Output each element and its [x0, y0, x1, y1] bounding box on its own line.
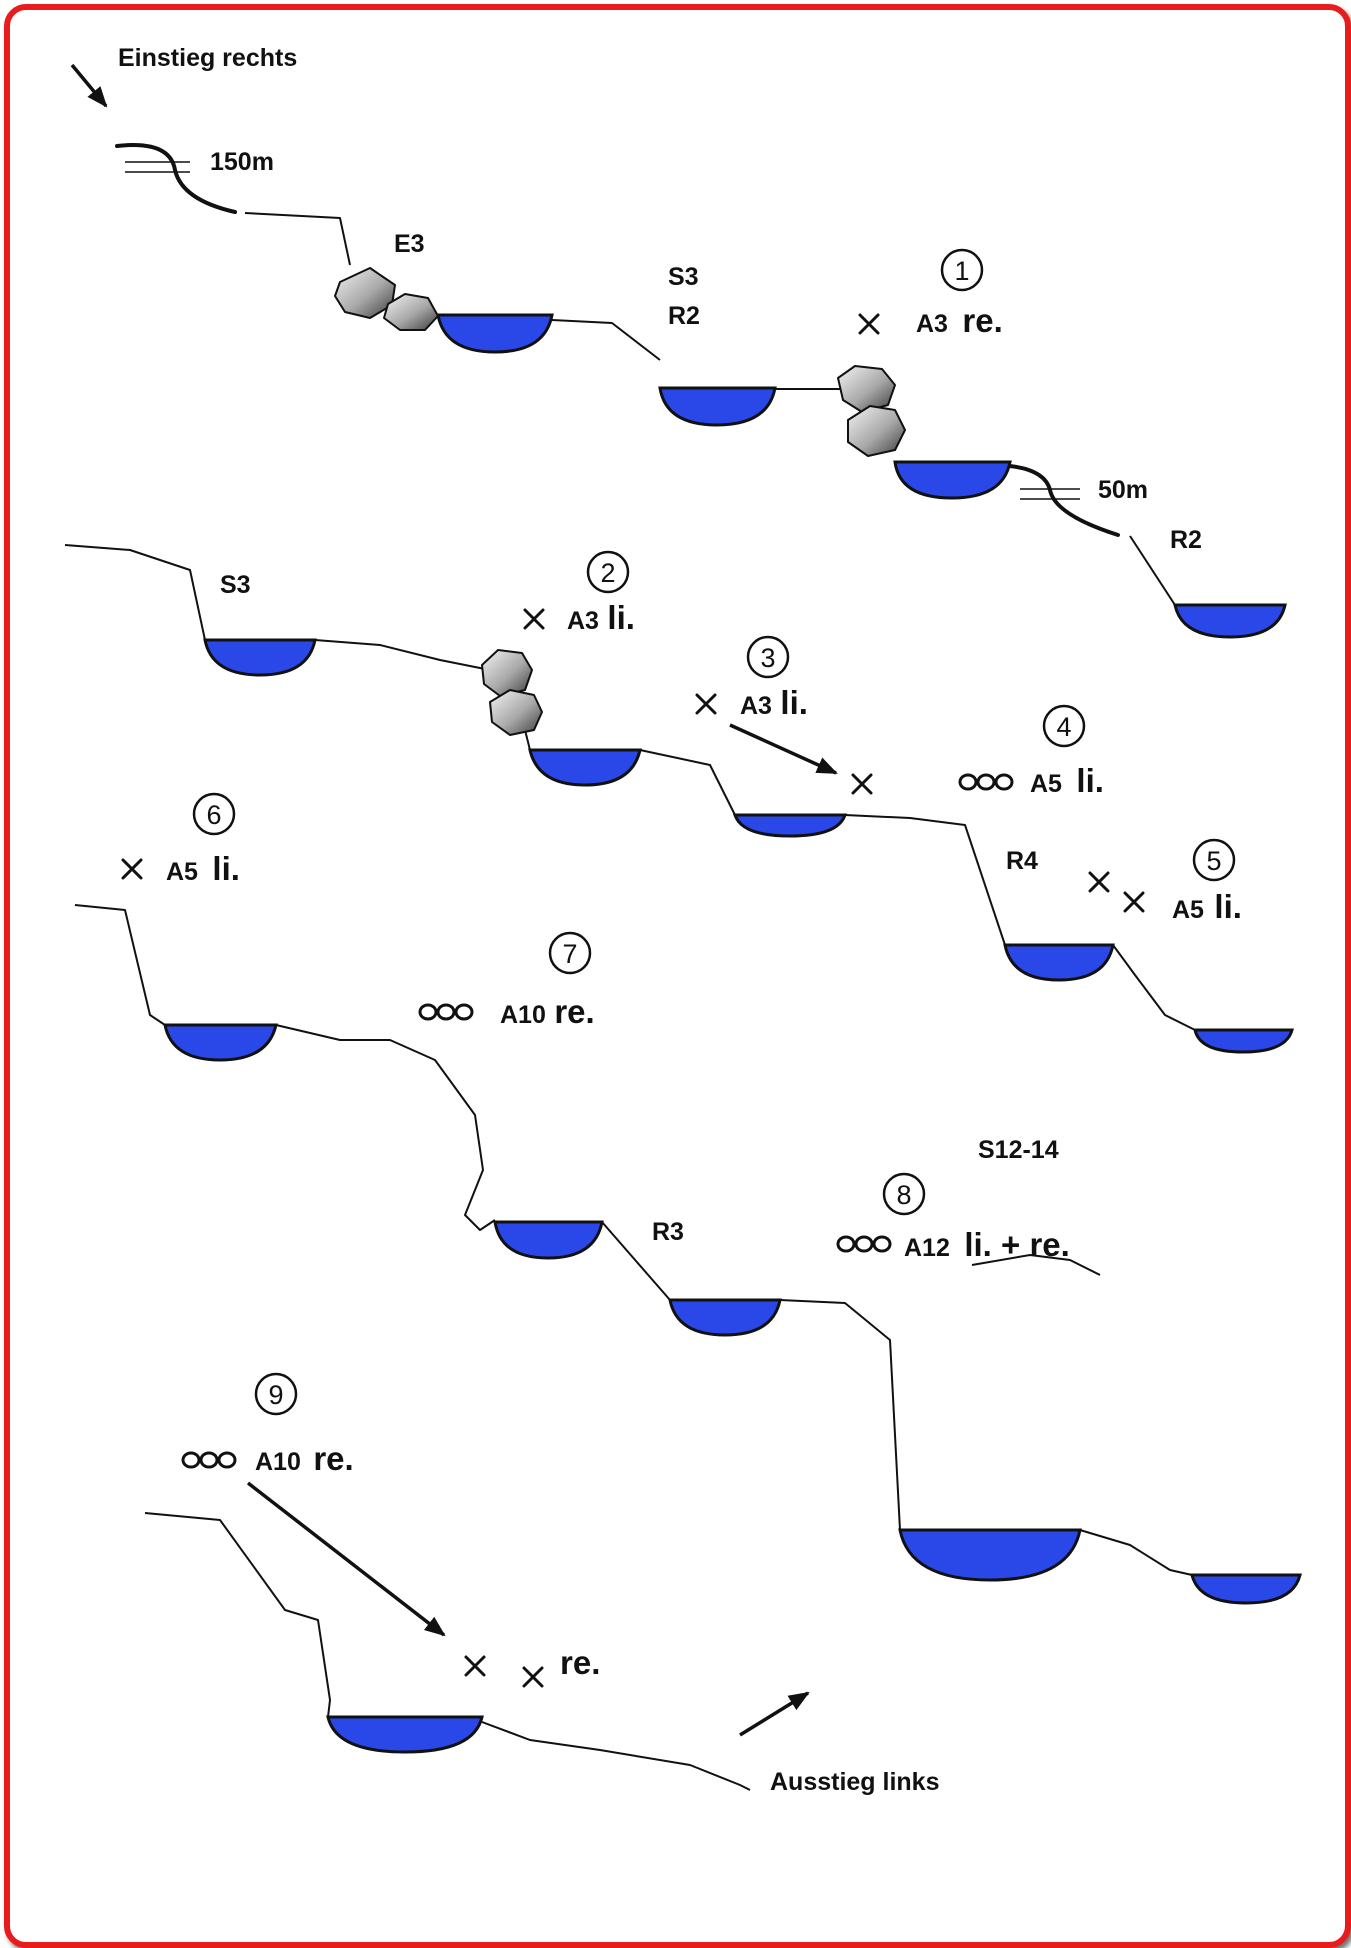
terrain-section-3c: [601, 1221, 671, 1301]
sinter-bump: [971, 1254, 1101, 1276]
anchor-label-2: A3 li.: [567, 599, 635, 636]
terrain-section-2b: [314, 639, 491, 671]
chain-icons: [181, 773, 1014, 1469]
anchor-label-1: A3 re.: [916, 302, 1003, 339]
terrain-section-3e: [1079, 1529, 1193, 1576]
feature-R2-right: R2: [1170, 526, 1202, 554]
anchor-label-6: A5 li.: [166, 850, 240, 887]
anchor-label-9: A10 re.: [255, 1440, 354, 1477]
pool-15: [326, 1715, 484, 1754]
terrain-section-2c: [524, 729, 531, 751]
feature-R2-top: R2: [668, 302, 700, 330]
boulder: [837, 365, 896, 413]
anchor-label-5: A5 li.: [1172, 888, 1242, 925]
boulder: [383, 293, 439, 331]
pool-1: [436, 313, 554, 354]
anchor-num-7: 7: [562, 939, 577, 969]
bolt-x-3b: [851, 773, 873, 795]
anchor-num-4: 4: [1056, 712, 1071, 742]
arrow-9: [246, 1481, 446, 1637]
bolt-x-1: [858, 313, 880, 335]
terrain-section-2e: [844, 814, 1006, 946]
anchor-label-3: A3 li.: [740, 684, 808, 721]
anchor-9-extra-side: re.: [560, 1644, 600, 1681]
pool-8: [1003, 943, 1115, 982]
entry-label: Einstieg rechts: [118, 44, 297, 72]
pools: [163, 313, 1302, 1754]
bolt-x-9a: [464, 1655, 486, 1677]
anchor-num-5: 5: [1206, 846, 1221, 876]
exit-label: Ausstieg links: [770, 1768, 940, 1796]
bolt-x-3a: [695, 693, 717, 715]
anchor-num-6: 6: [206, 800, 221, 830]
terrain-section-2f: [1112, 944, 1196, 1031]
terrain-section-3d: [779, 1299, 901, 1531]
chain-icon: [418, 1003, 474, 1021]
pool-3: [893, 460, 1012, 500]
bolt-x-9b: [522, 1666, 544, 1688]
distance-150m: 150m: [210, 148, 274, 176]
anchor-label-4: A5 li.: [1030, 762, 1104, 799]
distance-50m: 50m: [1098, 476, 1148, 504]
terrain-section-2d: [639, 749, 736, 816]
bolt-x-5b: [1123, 891, 1145, 913]
boulder: [334, 267, 396, 319]
anchor-number-circles: [192, 248, 1236, 1416]
boulders: [334, 267, 906, 736]
pool-6: [528, 748, 642, 787]
bolt-x-5a: [1088, 871, 1110, 893]
terrain-section-1: [244, 212, 351, 266]
diagram-frame: [4, 4, 1351, 1948]
pool-12: [668, 1298, 782, 1337]
terrain-section-3: [74, 904, 166, 1026]
chain-icon: [836, 1235, 892, 1253]
pool-13: [898, 1528, 1082, 1582]
entry-arrow: [70, 63, 108, 108]
feature-S3-left: S3: [220, 571, 251, 599]
rope-50m: [1008, 464, 1120, 537]
pool-7: [732, 813, 848, 838]
feature-S3-top: S3: [668, 263, 699, 291]
anchor-num-9: 9: [268, 1380, 283, 1410]
feature-R4: R4: [1006, 847, 1038, 875]
anchor-num-2: 2: [600, 558, 615, 588]
anchor-num-8: 8: [896, 1180, 911, 1210]
anchor-label-8: A12 li. + re.: [904, 1226, 1070, 1263]
pool-4: [1173, 603, 1287, 639]
chain-icon: [958, 773, 1014, 791]
arrow-3: [729, 723, 838, 775]
boulder: [847, 405, 906, 457]
pool-2: [658, 386, 777, 427]
terrain-section-2: [64, 544, 206, 641]
pool-14: [1190, 1573, 1302, 1605]
rope-stretches: [115, 143, 1120, 537]
pool-11: [493, 1220, 604, 1260]
bolt-x-6: [121, 858, 143, 880]
feature-E3: E3: [394, 230, 425, 258]
feature-R3: R3: [652, 1218, 684, 1246]
pool-5: [203, 638, 317, 677]
terrain-section-1b: [551, 319, 661, 361]
terrain-section-3b: [275, 1024, 496, 1231]
anchor-num-3: 3: [760, 643, 775, 673]
terrain: [64, 212, 1196, 1791]
feature-S12-14: S12-14: [978, 1136, 1059, 1164]
pool-10: [163, 1023, 278, 1062]
terrain-section-4: [144, 1512, 331, 1718]
terrain-section-4b: [481, 1721, 751, 1791]
anchor-num-1: 1: [954, 256, 969, 286]
terrain-section-1d: [1129, 535, 1176, 606]
boulder: [489, 689, 543, 736]
rope-150m: [115, 143, 237, 214]
distance-markers: [125, 161, 1080, 500]
anchor-crosses: [121, 313, 1145, 1688]
arrows: [70, 63, 838, 1737]
chain-icon: [181, 1451, 237, 1469]
bolt-x-2: [523, 608, 545, 630]
exit-arrow: [739, 1691, 810, 1737]
anchor-label-7: A10 re.: [500, 993, 595, 1030]
boulder: [481, 649, 533, 697]
pool-9: [1193, 1028, 1294, 1054]
